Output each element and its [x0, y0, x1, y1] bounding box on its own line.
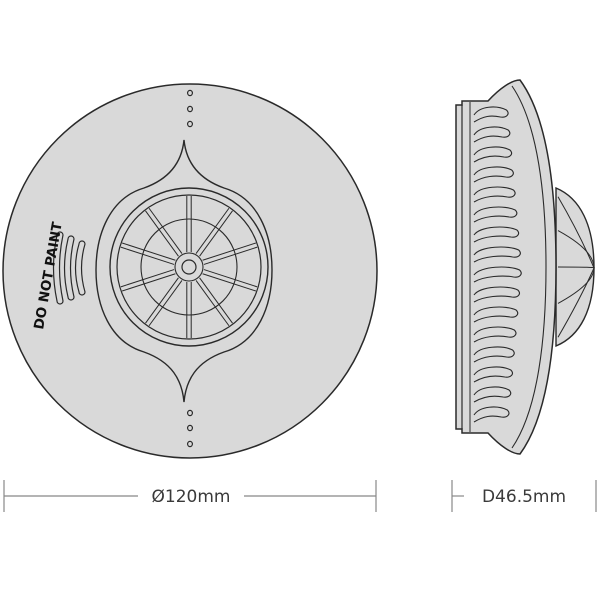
- lens-spoke: [199, 210, 233, 257]
- lens-spoke: [203, 269, 258, 288]
- dome-rib: [557, 267, 595, 304]
- side-fin: [473, 406, 510, 423]
- side-fin: [473, 186, 516, 203]
- lens-spokes: [120, 196, 258, 338]
- side-fin: [473, 126, 511, 143]
- side-fin: [473, 346, 515, 363]
- lens-spoke: [148, 280, 183, 327]
- indicator-dot: [187, 424, 194, 432]
- side-fin: [473, 266, 522, 283]
- side-fin: [473, 306, 519, 323]
- side-view: [455, 79, 595, 455]
- indicator-dots-top: [187, 89, 194, 128]
- side-rim: [511, 85, 547, 449]
- front-view: DO NOT PAINT: [2, 83, 378, 459]
- dome-rib: [557, 267, 595, 338]
- lens-spoke: [122, 242, 176, 261]
- side-fin: [473, 246, 521, 263]
- lens-mid-ring: [116, 194, 262, 340]
- side-fin: [473, 286, 520, 303]
- depth-label: D46.5mm: [482, 487, 566, 507]
- lens-inner-ring: [140, 218, 238, 316]
- lens-center-dot: [181, 259, 197, 275]
- indicator-dot: [187, 440, 194, 448]
- indicator-dot: [187, 120, 194, 128]
- lens-spoke: [122, 273, 176, 292]
- side-fin: [473, 106, 509, 123]
- side-fin: [473, 166, 514, 183]
- depth-dimension: D46.5mm: [451, 480, 597, 512]
- lens-spoke: [148, 207, 183, 254]
- diameter-dimension: Ø120mm: [3, 480, 377, 512]
- lens-spoke: [199, 277, 233, 324]
- indicator-dots-bottom: [187, 409, 194, 448]
- lens-spoke: [145, 277, 179, 324]
- lens-spoke: [145, 210, 179, 257]
- lens-spoke: [120, 246, 175, 265]
- side-fins: [473, 106, 522, 423]
- lens-spoke: [195, 280, 230, 327]
- indicator-dot: [187, 89, 194, 97]
- lens-core-ring: [174, 252, 204, 282]
- lens-spoke: [202, 242, 256, 261]
- diameter-label: Ø120mm: [152, 487, 231, 507]
- side-dome-ribs: [557, 196, 595, 338]
- lens-spoke: [195, 207, 230, 254]
- dome-rib: [557, 266, 595, 269]
- side-fin: [473, 206, 518, 223]
- dome-rib: [557, 196, 595, 269]
- dome-rib: [557, 230, 595, 269]
- indicator-dot: [187, 409, 194, 417]
- lens-spoke: [120, 269, 175, 288]
- vent-slot: [52, 231, 64, 305]
- vent-slot: [74, 240, 86, 296]
- side-fin: [473, 366, 513, 383]
- side-fin: [473, 386, 512, 403]
- lens-spoke: [202, 273, 256, 292]
- vent-slot: [63, 235, 75, 301]
- side-fin: [473, 146, 513, 163]
- side-fin: [473, 226, 520, 243]
- indicator-dot: [187, 105, 194, 113]
- vent-slots: [52, 231, 86, 305]
- lens-spoke: [203, 246, 258, 265]
- side-fin: [473, 326, 517, 343]
